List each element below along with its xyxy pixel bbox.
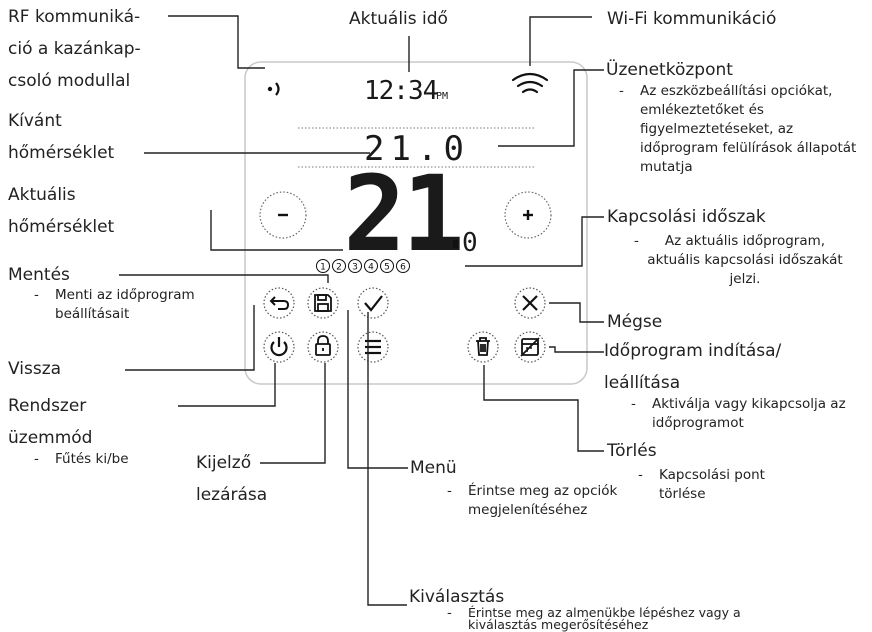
rf-label-line2: ció a kazánkap- xyxy=(8,39,141,59)
desired-temp-label-line2: hőmérséklet xyxy=(8,143,115,163)
plus-icon xyxy=(523,210,533,220)
period-number-3: 3 xyxy=(352,263,358,273)
menu-label: Menü xyxy=(410,458,457,478)
rf-signal-icon xyxy=(267,82,280,96)
decimal-point xyxy=(453,240,458,248)
message-center-desc: Az eszközbeállítási opciókat, emlékeztet… xyxy=(640,83,857,175)
setpoint-display: 21.0 xyxy=(364,129,470,169)
plus-button[interactable] xyxy=(504,191,552,239)
back-button[interactable] xyxy=(263,287,295,319)
period-desc: Az aktuális időprogram, aktuális kapcsol… xyxy=(647,233,843,287)
select-button[interactable] xyxy=(357,287,389,319)
lock-icon xyxy=(315,335,331,356)
wifi-icon xyxy=(511,72,549,94)
select-desc: Érintse meg az almenükbe lépéshez vagy a… xyxy=(468,605,741,632)
period-number-1: 1 xyxy=(320,263,326,273)
schedule-icon xyxy=(520,337,540,357)
power-icon xyxy=(270,337,288,357)
actual-temp-label-line1: Aktuális xyxy=(8,185,76,205)
wifi-label: Wi-Fi kommunikáció xyxy=(607,9,777,29)
period-indicator-2 xyxy=(332,259,346,273)
power-button[interactable] xyxy=(263,331,295,363)
cancel-button[interactable] xyxy=(514,287,546,319)
period-number-6: 6 xyxy=(400,263,406,273)
lock-label-line2: lezárása xyxy=(196,485,268,505)
period-indicator-4 xyxy=(364,259,378,273)
time-label: Aktuális idő xyxy=(349,9,448,29)
message-center-label: Üzenetközpont xyxy=(606,60,733,80)
save-desc: Menti az időprogram beállításait xyxy=(55,287,195,322)
period-indicator-3 xyxy=(348,259,362,273)
lock-button[interactable] xyxy=(307,331,339,363)
lock-label-line1: Kijelző xyxy=(196,453,252,473)
time-display: 12:34 xyxy=(364,76,438,106)
mode-label-line2: üzemmód xyxy=(8,428,93,448)
actual-temp-label-line2: hőmérséklet xyxy=(8,217,115,237)
period-indicator-6 xyxy=(396,259,410,273)
delete-desc: Kapcsolási pont törlése xyxy=(659,467,765,502)
period-number-4: 4 xyxy=(368,263,374,273)
mode-label-line1: Rendszer xyxy=(8,396,87,416)
delete-button[interactable] xyxy=(467,331,499,363)
schedule-label-line2: leállítása xyxy=(604,373,681,393)
period-indicator-1 xyxy=(316,259,330,273)
check-icon xyxy=(364,295,383,312)
callout-lines xyxy=(119,15,604,606)
rf-label-line1: RF kommuniká- xyxy=(8,7,141,27)
current-temperature: 21 xyxy=(343,153,460,275)
select-label: Kiválasztás xyxy=(409,587,505,607)
save-button[interactable] xyxy=(307,287,339,319)
schedule-desc: Aktiválja vagy kikapcsolja az időprogram… xyxy=(652,396,846,431)
back-arrow-icon xyxy=(269,296,290,310)
schedule-label-line1: Időprogram indítása/ xyxy=(604,341,782,361)
period-number-5: 5 xyxy=(384,263,390,273)
minus-button[interactable] xyxy=(259,191,307,239)
mode-desc: Fűtés ki/be xyxy=(55,451,129,467)
menu-button[interactable] xyxy=(357,331,389,363)
close-icon xyxy=(522,295,538,311)
save-label: Mentés xyxy=(8,265,70,285)
period-number-2: 2 xyxy=(336,263,342,273)
delete-label: Törlés xyxy=(607,441,657,461)
rf-label-line3: csoló modullal xyxy=(8,71,131,91)
desired-temp-label-line1: Kívánt xyxy=(8,111,62,131)
schedule-button[interactable] xyxy=(514,331,546,363)
back-label: Vissza xyxy=(8,359,62,379)
period-indicator-5 xyxy=(380,259,394,273)
cancel-label: Mégse xyxy=(607,312,663,332)
current-temperature-decimal: 0 xyxy=(462,228,478,258)
menu-desc: Érintse meg az opciók megjelenítéséhez xyxy=(468,483,618,518)
time-suffix: PM xyxy=(436,91,448,102)
period-label: Kapcsolási időszak xyxy=(607,207,766,227)
trash-icon xyxy=(476,337,490,356)
save-icon xyxy=(314,294,332,312)
